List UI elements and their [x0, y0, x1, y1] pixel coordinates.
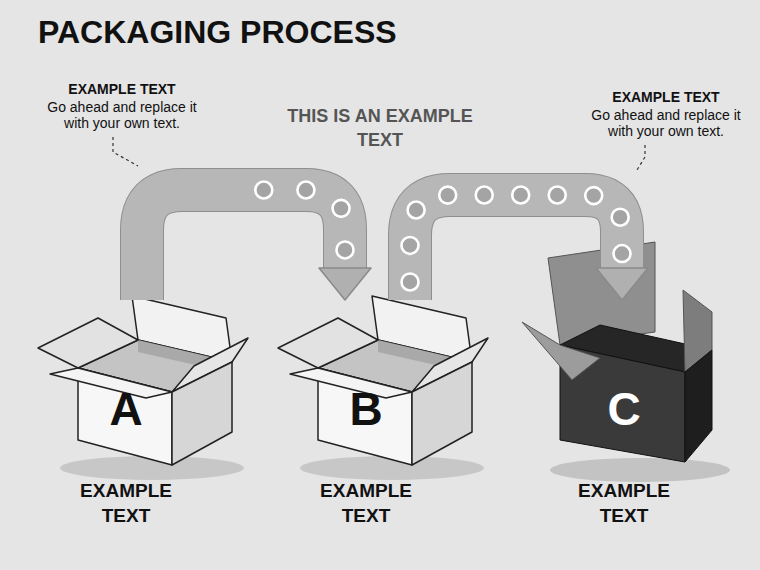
callout-body: Go ahead and replace it with your own te… — [37, 99, 207, 131]
arrow-bead — [549, 187, 566, 204]
flow-arrow — [142, 182, 371, 301]
arrow-bead — [337, 241, 354, 258]
package-box: A EXAMPLE TEXT — [26, 300, 226, 528]
arrow-bead — [612, 209, 629, 226]
arrow-bead — [585, 187, 602, 204]
arrow-band — [142, 190, 345, 300]
arrow-bead — [297, 182, 314, 199]
arrow-bead — [402, 273, 419, 290]
arrow-bead — [476, 187, 493, 204]
callout-heading: EXAMPLE TEXT — [581, 89, 751, 106]
box-letter: B — [349, 386, 382, 432]
arrow-bead — [408, 202, 425, 219]
leader-line — [637, 145, 645, 170]
arrow-bead — [512, 187, 529, 204]
arrow-bead — [333, 200, 350, 217]
box-letter: C — [607, 386, 640, 432]
arrow-band — [410, 195, 622, 300]
box-flap — [522, 322, 600, 380]
box-caption: EXAMPLE TEXT — [306, 478, 426, 528]
arrow-head — [596, 268, 648, 300]
arrow-band-outline — [142, 190, 345, 300]
callout-body: Go ahead and replace it with your own te… — [581, 107, 751, 139]
callout-heading: EXAMPLE TEXT — [37, 81, 207, 98]
arrow-bead — [439, 187, 456, 204]
box-side — [685, 350, 712, 462]
open-box — [38, 296, 248, 480]
box-caption: EXAMPLE TEXT — [564, 478, 684, 528]
package-box: B EXAMPLE TEXT — [266, 300, 466, 528]
box-shadow — [550, 458, 730, 482]
page-title: PACKAGING PROCESS — [38, 14, 397, 51]
arrow-head — [319, 268, 371, 300]
arrow-bead — [402, 237, 419, 254]
arrow-band-outline — [410, 195, 622, 300]
dark-box — [522, 242, 730, 482]
arrow-bead — [255, 182, 272, 199]
leader-line — [113, 137, 138, 166]
package-box: C EXAMPLE TEXT — [524, 300, 724, 528]
box-caption: EXAMPLE TEXT — [66, 478, 186, 528]
flow-arrow — [402, 187, 649, 301]
center-note: THIS IS AN EXAMPLE TEXT — [275, 104, 485, 152]
arrow-bead — [614, 245, 631, 262]
title-holder: PACKAGING PROCESS — [38, 14, 397, 51]
open-box — [278, 296, 488, 480]
label-holder: EXAMPLE TEXT — [581, 89, 751, 106]
label-holder: THIS IS AN EXAMPLE TEXT — [275, 104, 485, 152]
label-holder: Go ahead and replace it with your own te… — [37, 99, 207, 131]
label-holder: EXAMPLE TEXT — [37, 81, 207, 98]
box-letter: A — [109, 386, 142, 432]
label-holder: Go ahead and replace it with your own te… — [581, 107, 751, 139]
